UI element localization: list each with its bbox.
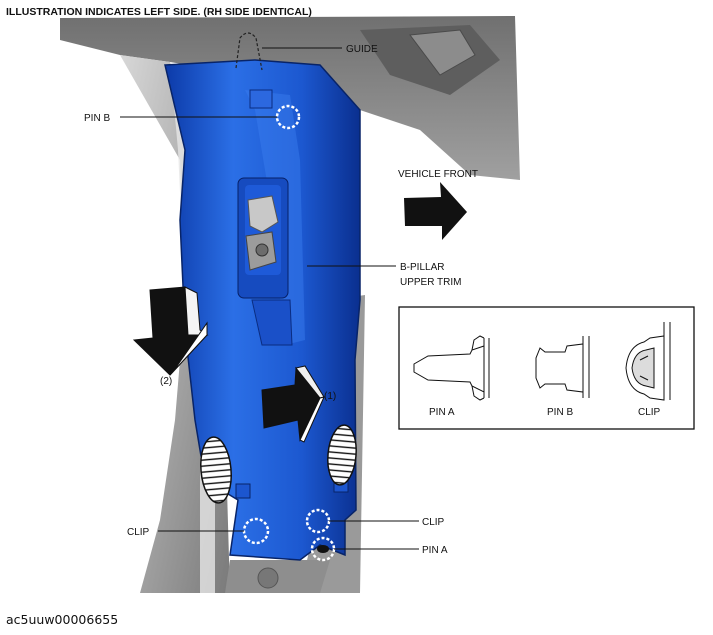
- guide-tab: [235, 32, 263, 71]
- fastener-inset: PIN A PIN B CLIP: [398, 306, 695, 430]
- leader-lines: [120, 47, 419, 550]
- arrow-vehicle-front: [404, 182, 467, 240]
- pin-b-marker: [275, 104, 301, 130]
- label-b-pillar-line2: UPPER TRIM: [400, 277, 462, 288]
- label-pin-b: PIN B: [84, 113, 110, 124]
- label-clip-right: CLIP: [422, 517, 445, 528]
- clip-drawing: [625, 322, 671, 401]
- arrow-step-2: [132, 286, 209, 376]
- label-step-2: (2): [160, 376, 172, 387]
- pin-a-drawing: [413, 335, 490, 401]
- grip-area-left: [200, 436, 232, 504]
- inset-label-pin-a: PIN A: [429, 407, 455, 418]
- label-b-pillar-line1: B-PILLAR: [400, 262, 444, 273]
- figure-id: ac5uuw00006655: [6, 612, 119, 627]
- label-vehicle-front: VEHICLE FRONT: [398, 169, 478, 180]
- inset-label-clip: CLIP: [638, 407, 661, 418]
- label-guide: GUIDE: [346, 44, 378, 55]
- label-step-1: (1): [324, 391, 336, 402]
- pin-b-drawing: [535, 336, 590, 398]
- b-pillar-trim: [164, 59, 361, 561]
- illustration-note: ILLUSTRATION INDICATES LEFT SIDE. (RH SI…: [6, 6, 312, 18]
- label-clip-left: CLIP: [127, 527, 150, 538]
- arrow-step-1: [261, 365, 325, 443]
- label-pin-a: PIN A: [422, 545, 448, 556]
- inset-label-pin-b: PIN B: [547, 407, 573, 418]
- grip-area-right: [327, 424, 357, 486]
